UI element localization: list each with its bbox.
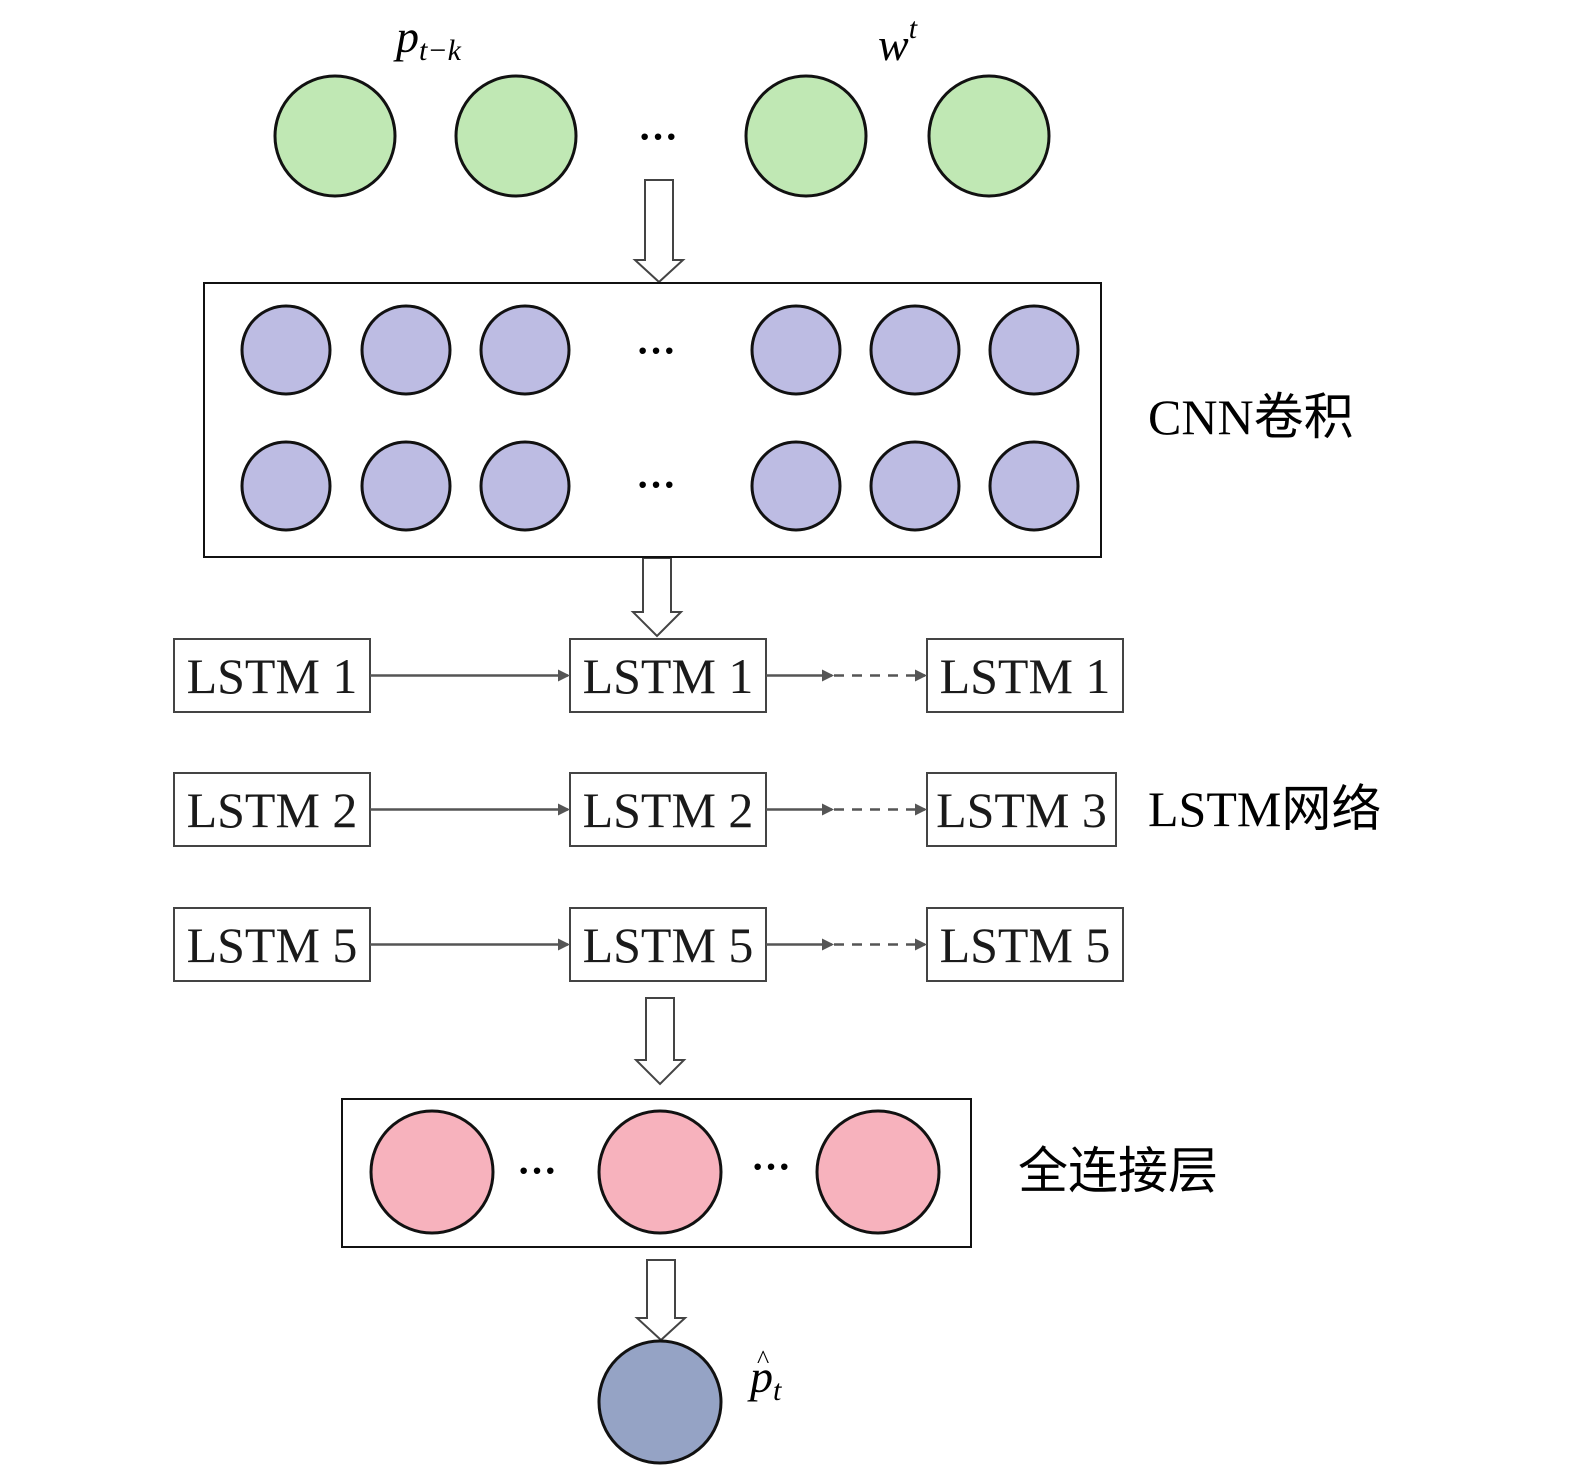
cnn-node	[869, 440, 961, 532]
cnn-node	[240, 440, 332, 532]
cnn-label: CNN卷积	[1148, 389, 1354, 445]
lstm-cell-box	[173, 638, 371, 713]
down-arrow	[633, 997, 687, 1086]
lstm-cell: LSTM 1	[926, 638, 1124, 713]
down-arrow	[630, 557, 684, 638]
fc-node	[369, 1109, 495, 1235]
lstm-label: LSTM网络	[1148, 781, 1381, 837]
fc-ellipsis: ···	[517, 1148, 557, 1193]
input-ellipsis: ···	[638, 114, 678, 159]
lstm-cell: LSTM 2	[173, 772, 371, 847]
cnn-node	[988, 440, 1080, 532]
lstm-cell: LSTM 5	[926, 907, 1124, 982]
input-layer: ··· pt−k wt	[273, 11, 1051, 198]
cnn-node	[479, 440, 571, 532]
cnn-box	[203, 282, 1102, 558]
lstm-cell: LSTM 5	[569, 907, 767, 982]
fc-layer: ··· ··· 全连接层	[341, 1098, 1218, 1248]
lstm-cell-box	[926, 907, 1124, 982]
output-label-hat: ^	[757, 1345, 769, 1374]
lstm-cell-label: LSTM 1	[187, 648, 358, 704]
lstm-grid: LSTM 1 LSTM 1 LSTM 1 LSTM 2 LSTM 2 LSTM 3 LSTM…	[173, 638, 1124, 982]
lstm-layer: LSTM 1 LSTM 1 LSTM 1 LSTM 2 LSTM 2 LSTM 3 LSTM…	[173, 638, 1381, 982]
cnn-node	[360, 440, 452, 532]
fc-node	[597, 1109, 723, 1235]
lstm-cell: LSTM 1	[569, 638, 767, 713]
lstm-cell-label: LSTM 5	[583, 917, 754, 973]
down-arrow	[632, 179, 686, 284]
output-label: pt	[747, 1351, 782, 1407]
input-label-w: wt	[878, 12, 918, 70]
flow-arrows	[630, 179, 688, 1342]
lstm-cell: LSTM 3	[926, 772, 1117, 847]
lstm-cell-box	[569, 638, 767, 713]
cnn-node	[360, 304, 452, 396]
lstm-cell-box	[926, 638, 1124, 713]
down-arrow	[634, 1259, 688, 1342]
input-node	[744, 74, 868, 198]
lstm-cell-label: LSTM 5	[187, 917, 358, 973]
lstm-cell-label: LSTM 2	[583, 782, 754, 838]
input-node	[927, 74, 1051, 198]
input-node	[273, 74, 397, 198]
lstm-cell-label: LSTM 5	[940, 917, 1111, 973]
lstm-cell-label: LSTM 2	[187, 782, 358, 838]
output-node	[597, 1339, 723, 1465]
cnn-nodes	[240, 304, 1080, 532]
lstm-cell-label: LSTM 3	[936, 782, 1107, 838]
fc-ellipsis: ···	[751, 1144, 791, 1189]
cnn-node	[479, 304, 571, 396]
lstm-cell: LSTM 5	[173, 907, 371, 982]
cnn-layer: ··· ··· CNN卷积	[203, 282, 1354, 558]
cnn-node	[750, 440, 842, 532]
cnn-node	[240, 304, 332, 396]
fc-label: 全连接层	[1018, 1143, 1218, 1199]
output-layer: pt ^	[597, 1339, 782, 1465]
cnn-node	[988, 304, 1080, 396]
lstm-cell: LSTM 2	[569, 772, 767, 847]
lstm-cell-box	[926, 772, 1117, 847]
cnn-ellipsis: ···	[636, 328, 676, 373]
lstm-cell-box	[173, 772, 371, 847]
lstm-cell-label: LSTM 1	[940, 648, 1111, 704]
input-label-p: pt−k	[393, 11, 462, 67]
lstm-cell: LSTM 1	[173, 638, 371, 713]
cnn-node	[750, 304, 842, 396]
lstm-cell-box	[173, 907, 371, 982]
fc-node	[815, 1109, 941, 1235]
lstm-cell-box	[569, 907, 767, 982]
cnn-node	[869, 304, 961, 396]
cnn-ellipsis: ···	[636, 462, 676, 507]
input-node	[454, 74, 578, 198]
lstm-cell-label: LSTM 1	[583, 648, 754, 704]
